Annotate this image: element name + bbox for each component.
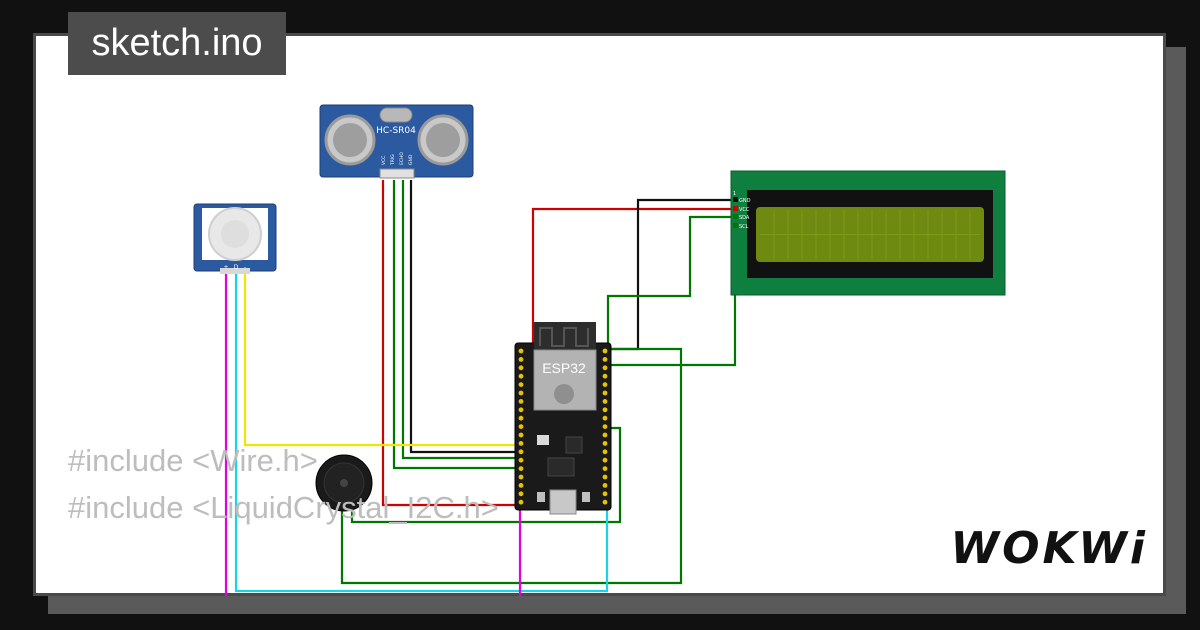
ultrasonic-model-label: HC-SR04 xyxy=(376,126,416,136)
header-pin xyxy=(602,348,608,354)
usb-port xyxy=(549,489,577,515)
lcd-pin-gnd: GND xyxy=(739,198,751,204)
wire-lcd-sda xyxy=(606,215,735,352)
buzzer-hole xyxy=(340,479,348,487)
wire-buzzer-2 xyxy=(350,426,622,524)
header-pin xyxy=(602,499,608,505)
header-pin xyxy=(602,474,608,480)
header-pin xyxy=(602,466,608,471)
wire-pir-gnd xyxy=(243,272,533,447)
lcd-pin-scl: SCL xyxy=(739,224,749,230)
wire-lcd-gnd xyxy=(608,198,735,351)
header-pin xyxy=(518,474,524,480)
ultrasonic-pin-vcc: VCC xyxy=(381,156,387,165)
header-pin xyxy=(602,390,608,396)
header-pin xyxy=(518,373,524,379)
pir-pin-vcc: + xyxy=(223,264,228,271)
header-pin xyxy=(602,449,608,455)
header-pin xyxy=(518,365,524,371)
esp32-pins-right xyxy=(602,348,608,505)
wokwi-logo: WOKWi xyxy=(950,523,1148,574)
sketch-filename[interactable]: sketch.ino xyxy=(68,12,286,75)
header-pin xyxy=(518,466,524,471)
wire-ultrasonic-trig xyxy=(392,180,533,470)
header-pin xyxy=(602,399,608,404)
header-pin xyxy=(518,483,524,488)
header-pin xyxy=(602,373,608,379)
header-pin xyxy=(602,365,608,371)
header-pin xyxy=(602,357,608,362)
header-pin xyxy=(518,399,524,404)
pir-sensor[interactable]: + D - xyxy=(193,203,277,274)
header-pin xyxy=(602,407,608,413)
header-pin xyxy=(602,457,608,463)
header-pin xyxy=(518,441,524,446)
header-pin xyxy=(518,407,524,413)
header-pin xyxy=(602,491,608,497)
lcd-pin-marker: 1 xyxy=(733,191,736,197)
pir-pin-gnd: - xyxy=(244,264,246,271)
espressif-logo-icon xyxy=(554,384,574,404)
header-pin xyxy=(518,491,524,497)
header-pin xyxy=(518,424,524,429)
lcd-character-grid xyxy=(760,210,980,259)
header-pin xyxy=(518,382,524,387)
ultrasonic-sensor[interactable]: HC-SR04 VCC TRIG ECHO GND xyxy=(319,104,474,179)
header-pin xyxy=(518,457,524,463)
header-pin xyxy=(518,390,524,396)
lcd-pin-vcc: VCC xyxy=(739,207,750,213)
wire-ultrasonic-gnd xyxy=(409,180,533,454)
lcd-pin-sda: SDA xyxy=(739,215,750,221)
wire-ultrasonic-echo xyxy=(401,180,533,460)
header-pin xyxy=(518,499,524,505)
header-pin xyxy=(518,432,524,438)
header-pin xyxy=(602,441,608,446)
buzzer[interactable] xyxy=(315,454,373,512)
esp32-board[interactable]: ESP32 xyxy=(514,322,612,515)
lcd-display[interactable]: 1 GND VCC SDA SCL xyxy=(730,170,1006,296)
wire-pir-data xyxy=(234,272,609,593)
header-pin xyxy=(602,424,608,429)
ultrasonic-pin-gnd: GND xyxy=(408,154,414,165)
header-pin xyxy=(518,449,524,455)
ultrasonic-header xyxy=(379,168,415,179)
header-pin xyxy=(518,357,524,362)
pir-pin-data: D xyxy=(234,264,239,271)
wire-ultrasonic-vcc xyxy=(381,180,533,507)
header-pin xyxy=(518,415,524,421)
ultrasonic-pin-trig: TRIG xyxy=(390,154,396,166)
crystal-oscillator xyxy=(379,107,413,123)
header-pin xyxy=(518,348,524,354)
wire-buzzer-1 xyxy=(340,347,683,585)
wires xyxy=(224,180,737,596)
ultrasonic-pin-echo: ECHO xyxy=(399,152,405,165)
esp32-pins-left xyxy=(518,348,524,505)
code-line-1: #include <Wire.h> xyxy=(68,443,318,478)
esp32-label: ESP32 xyxy=(542,360,586,376)
header-pin xyxy=(602,483,608,488)
header-pin xyxy=(602,415,608,421)
code-line-2: #include <LiquidCrystal_I2C.h> xyxy=(68,490,499,525)
header-pin xyxy=(602,382,608,387)
header-pin xyxy=(602,432,608,438)
